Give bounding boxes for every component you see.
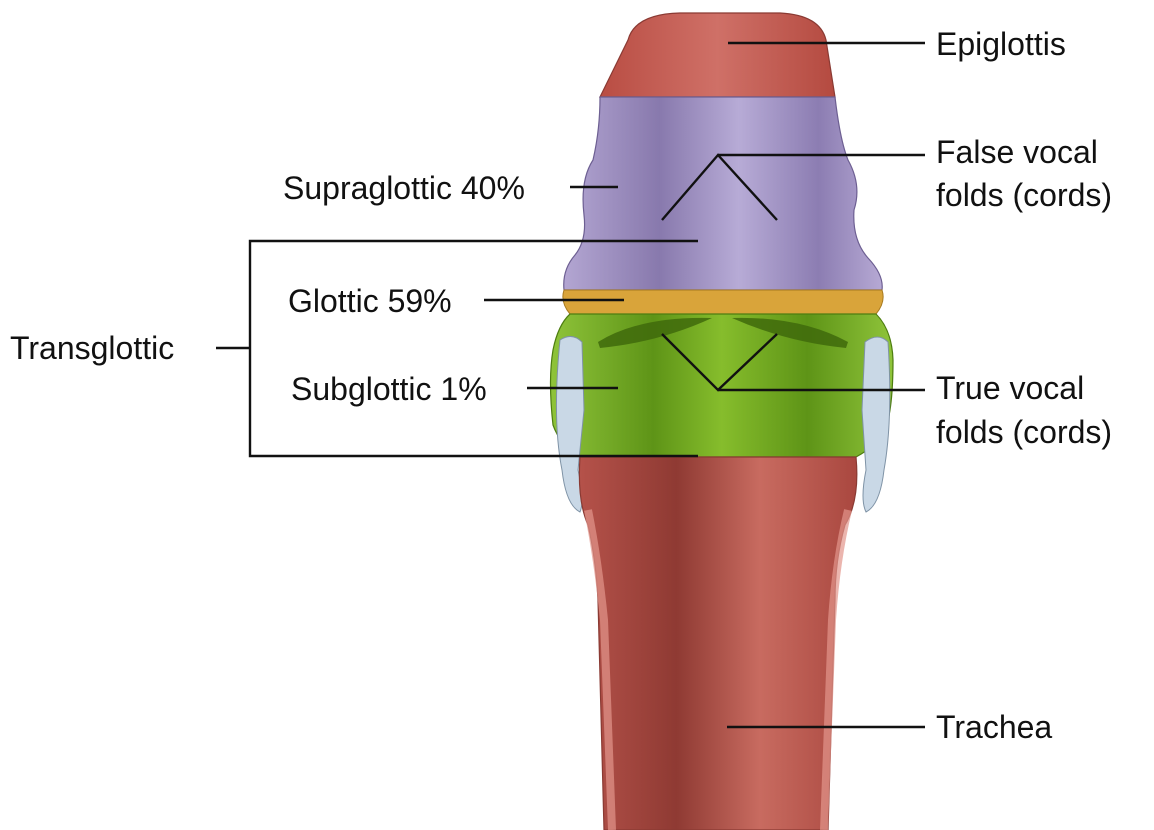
right-cartilage: [862, 337, 890, 512]
label-supraglottic: Supraglottic 40%: [283, 170, 525, 206]
trachea-region: [579, 457, 856, 830]
label-false-folds-line2: folds (cords): [936, 177, 1112, 213]
label-true-folds-line2: folds (cords): [936, 414, 1112, 450]
label-true-folds-line1: True vocal: [936, 370, 1084, 406]
label-glottic: Glottic 59%: [288, 283, 452, 319]
label-trachea: Trachea: [936, 709, 1052, 745]
label-subglottic: Subglottic 1%: [291, 371, 487, 407]
glottic-region: [563, 290, 883, 314]
supraglottic-region: [564, 97, 882, 290]
label-transglottic: Transglottic: [10, 330, 174, 366]
label-epiglottis: Epiglottis: [936, 26, 1066, 62]
epiglottis-region: [600, 13, 835, 97]
label-false-folds-line1: False vocal: [936, 134, 1098, 170]
